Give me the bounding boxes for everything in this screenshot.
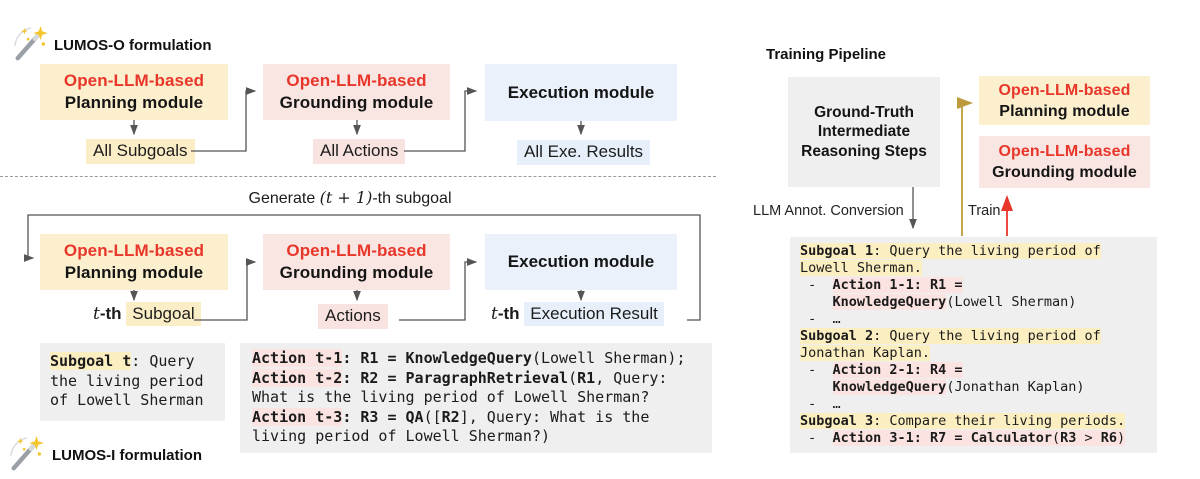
subgoal-word: Subgoal [126, 302, 201, 326]
planning-module-box-right: Open-LLM-based Planning module [979, 76, 1150, 125]
code-line: living period of Lowell Sherman?) [252, 427, 551, 445]
planning-module-box-bottom: Open-LLM-based Planning module [40, 234, 228, 290]
all-exe-results-label: All Exe. Results [517, 140, 651, 165]
planning-module-label-red: Open-LLM-based [63, 241, 205, 260]
actions-label: Actions [318, 304, 388, 329]
t-th-execution-result-label: t-th Execution Result [491, 302, 664, 326]
code-line: of Lowell Sherman [50, 391, 204, 409]
planning-module-label-red: Open-LLM-based [998, 81, 1131, 99]
lumos-o-title: LUMOS-O formulation [54, 37, 212, 54]
code-line: - … [800, 311, 841, 327]
train-label: Train [968, 203, 1001, 219]
grounding-module-label-red: Open-LLM-based [286, 71, 427, 90]
execution-module-label: Execution module [507, 252, 655, 271]
grounding-module-label: Grounding module [992, 164, 1137, 181]
math-t: t [491, 304, 498, 324]
grounding-module-box-top: Open-LLM-based Grounding module [263, 64, 450, 120]
math-t: t [93, 304, 100, 324]
ground-truth-line: Reasoning Steps [801, 142, 927, 160]
code-line: What is the living period of Lowell Sher… [252, 388, 650, 406]
grounding-module-box-bottom: Open-LLM-based Grounding module [263, 234, 450, 290]
grounding-module-box-right: Open-LLM-based Grounding module [979, 136, 1150, 188]
code-line: Jonathan Kaplan. [800, 345, 931, 361]
code-line: Action t-1: R1 = KnowledgeQuery(Lowell S… [252, 349, 686, 367]
th-suffix: -th [497, 304, 525, 323]
execution-module-label: Execution module [507, 82, 655, 102]
lumos-i-title: LUMOS-I formulation [52, 447, 202, 464]
section-divider [0, 176, 716, 177]
code-line: the living period [50, 371, 204, 390]
training-pipeline-title: Training Pipeline [766, 46, 887, 63]
planning-module-label: Planning module [64, 93, 204, 112]
code-line: Subgoal 2: Query the living period of [800, 328, 1101, 344]
code-line: Subgoal 1: Query the living period of [800, 243, 1101, 259]
loop-label-post: -th subgoal [372, 190, 452, 207]
grounding-module-label: Grounding module [279, 263, 434, 282]
magic-wand-icon [8, 435, 46, 473]
code-line: Action t-3: R3 = QA([R2], Query: What is… [252, 407, 650, 426]
loop-label-math: (t + 1) [319, 188, 373, 207]
grounding-module-label: Grounding module [279, 93, 434, 112]
code-line: Action t-2: R2 = ParagraphRetrieval(R1, … [252, 368, 668, 387]
planning-module-box-top: Open-LLM-based Planning module [40, 64, 228, 120]
t-th-subgoal-label: t-th Subgoal [93, 302, 201, 326]
ground-truth-line: Intermediate [817, 123, 911, 141]
grounding-module-label-red: Open-LLM-based [286, 241, 427, 260]
code-line: KnowledgeQuery(Jonathan Kaplan) [832, 379, 1085, 395]
code-line: - Action 3-1: R7 = Calculator(R3 > R6) [800, 430, 1126, 446]
code-line: Subgoal t: Query [50, 352, 195, 370]
code-line: Lowell Sherman. [800, 260, 922, 276]
all-subgoals-label: All Subgoals [86, 139, 195, 164]
magic-wand-icon [12, 25, 50, 63]
th-suffix: -th [99, 304, 127, 323]
code-line: - … [800, 396, 841, 412]
execution-result-word: Execution Result [524, 302, 664, 326]
code-line: - Action 1-1: R1 = [800, 277, 963, 293]
loop-label-pre: Generate [248, 190, 320, 207]
execution-module-box-bottom: Execution module [485, 234, 677, 290]
execution-module-box-top: Execution module [485, 64, 677, 121]
ground-truth-line: Ground-Truth [814, 103, 914, 121]
planning-module-label: Planning module [64, 263, 204, 282]
ground-truth-steps-box: Ground-Truth Intermediate Reasoning Step… [788, 77, 940, 187]
grounding-module-label-red: Open-LLM-based [998, 143, 1131, 160]
planning-module-label: Planning module [999, 102, 1130, 120]
all-actions-label: All Actions [313, 139, 406, 164]
code-line: Subgoal 3: Compare their living periods. [800, 413, 1126, 429]
code-line: KnowledgeQuery(Lowell Sherman) [832, 294, 1077, 310]
code-line: - Action 2-1: R4 = [800, 362, 963, 378]
action-t-code-box: Action t-1: R1 = KnowledgeQuery(Lowell S… [240, 343, 712, 453]
generate-subgoal-loop-label: Generate (t + 1)-th subgoal [200, 188, 500, 208]
llm-annot-conversion-label: LLM Annot. Conversion [753, 203, 904, 219]
planning-module-label-red: Open-LLM-based [63, 71, 205, 90]
